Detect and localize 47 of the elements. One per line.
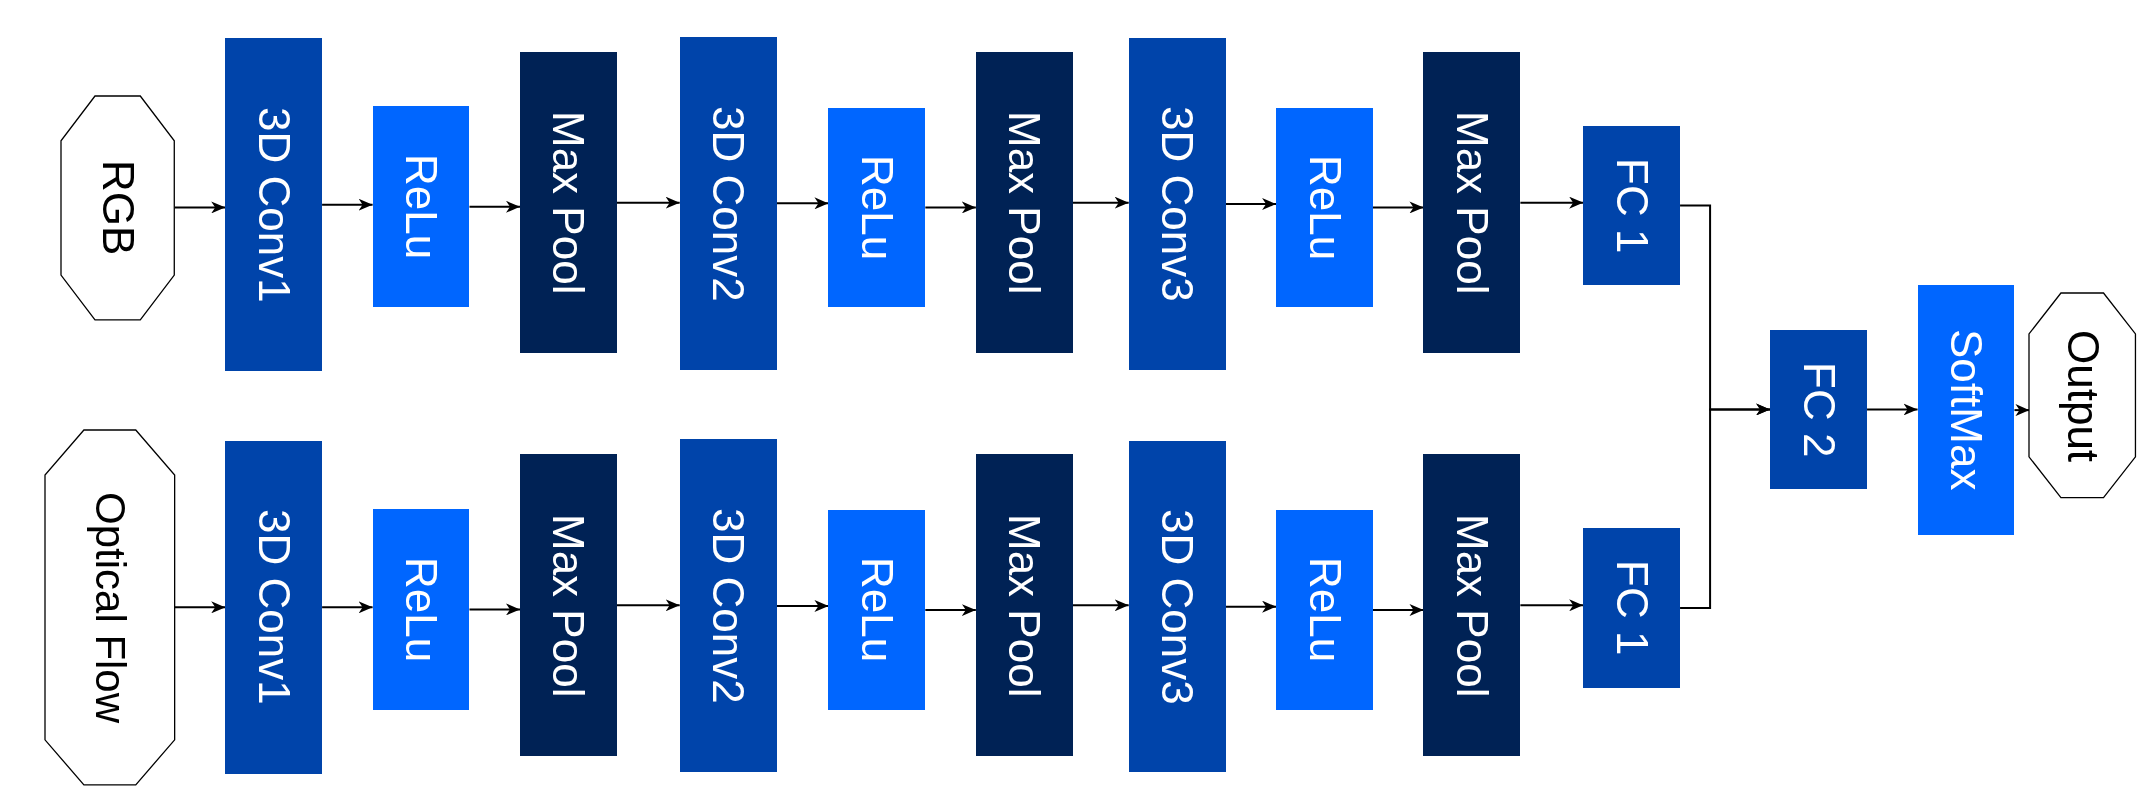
layer-label: Max Pool xyxy=(1002,110,1047,295)
layer-box xyxy=(520,51,617,354)
layer-box xyxy=(679,36,777,370)
layer-label: 3D Conv1 xyxy=(251,106,296,303)
layer-label: Max Pool xyxy=(1449,110,1494,295)
layer-label: ReLu xyxy=(399,556,443,662)
layer-label: Max Pool xyxy=(546,110,591,295)
layer-label: 3D Conv3 xyxy=(1155,106,1200,302)
layer-label: 3D Conv3 xyxy=(1155,508,1200,705)
layer-label: FC 1 xyxy=(1609,560,1654,656)
layer-box xyxy=(372,106,470,308)
layer-label: Max Pool xyxy=(1449,513,1494,697)
layer-label: ReLu xyxy=(399,154,443,260)
io-label: Output xyxy=(2060,329,2105,462)
layer-box xyxy=(1276,510,1373,710)
layer-box xyxy=(828,107,926,308)
layer-box xyxy=(372,509,470,710)
layer-label: ReLu xyxy=(1302,557,1347,663)
layer-box xyxy=(679,439,777,773)
layer-box xyxy=(225,440,323,774)
layer-box xyxy=(975,51,1073,354)
layer-box xyxy=(1583,528,1681,688)
layer-label: ReLu xyxy=(1302,154,1347,261)
layer-label: 3D Conv2 xyxy=(706,508,751,704)
layer-box xyxy=(828,510,926,710)
layer-label: ReLu xyxy=(854,557,899,663)
layer-label: Max Pool xyxy=(546,513,591,697)
layer-box xyxy=(1423,454,1521,757)
layer-box xyxy=(520,454,617,757)
layer-box xyxy=(1276,107,1373,308)
layer-box xyxy=(1770,330,1867,489)
layer-box xyxy=(1917,285,2015,535)
layer-label: Max Pool xyxy=(1002,513,1047,697)
layer-label: 3D Conv1 xyxy=(251,509,296,706)
layer-box xyxy=(1128,38,1226,370)
layer-label: FC 2 xyxy=(1796,361,1841,458)
layer-box xyxy=(1423,51,1521,354)
layer-label: SoftMax xyxy=(1943,329,1988,491)
io-label: Optical Flow xyxy=(88,491,131,723)
layer-label: 3D Conv2 xyxy=(706,105,751,302)
layer-label: ReLu xyxy=(854,154,899,261)
layer-box xyxy=(1583,125,1681,286)
layer-label: FC 1 xyxy=(1609,157,1654,254)
io-label: RGB xyxy=(96,159,141,256)
layer-box xyxy=(1128,440,1226,773)
layer-box xyxy=(975,454,1073,757)
layer-box xyxy=(225,38,323,372)
